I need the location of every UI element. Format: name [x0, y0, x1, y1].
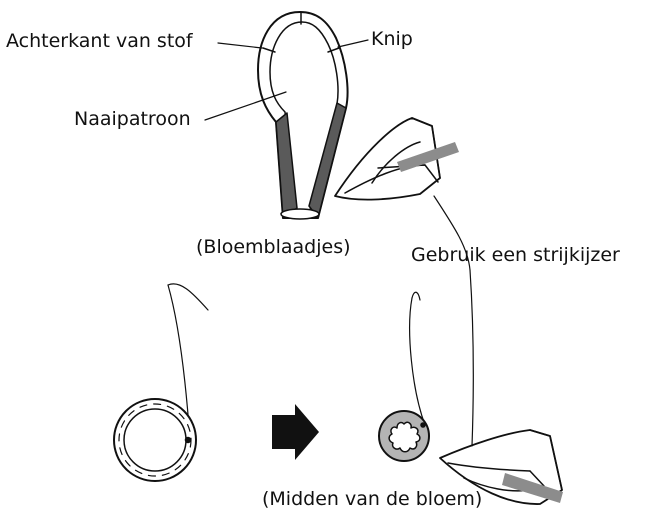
ring-icon [114, 284, 208, 481]
gathered-center-icon [379, 292, 429, 461]
leader-cut [338, 40, 368, 47]
label-flower-center: (Midden van de bloem) [262, 490, 482, 509]
petal-pattern-icon [258, 12, 348, 219]
leader-fabric-back [218, 43, 262, 48]
label-fabric-back: Achterkant van stof [6, 32, 193, 51]
label-pattern: Naaipatroon [74, 110, 191, 129]
label-petals: (Bloemblaadjes) [196, 238, 351, 257]
iron-cord-lower [470, 270, 473, 446]
iron-icon-top [335, 118, 459, 200]
label-use-iron: Gebruik een strijkijzer [411, 246, 620, 265]
leader-pattern [205, 92, 286, 120]
label-cut: Knip [371, 30, 413, 49]
arrow-right-icon [272, 404, 319, 460]
